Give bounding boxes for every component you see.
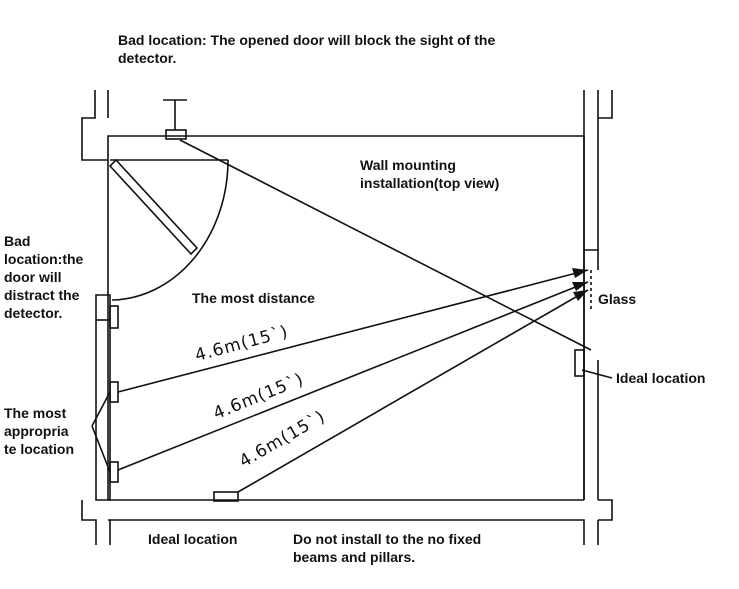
label-glass: Glass [598,291,637,307]
top-detector-stem [163,99,187,130]
bottom-wall [81,499,613,545]
room-outline [107,136,585,500]
detector-door-side [109,305,119,329]
line-upper [117,269,589,393]
top-wall [81,90,613,251]
detector-bottom [213,491,239,502]
line-top-detector [179,139,592,351]
label-ideal-right: Ideal location [616,370,706,386]
leader-ideal-right [581,369,613,379]
label-ideal-bottom: Ideal location [148,531,238,547]
top-detector [165,129,187,140]
arrow-lower [573,290,588,301]
label-most-appropriate: The most appropria te location [4,405,75,457]
label-most-distance: The most distance [192,290,315,306]
label-wall-mounting: Wall mounting installation(top view) [360,157,500,191]
arrow-middle [572,282,588,291]
right-wall [583,250,599,500]
door-panel [108,158,199,256]
label-bad-door: Bad location:the door will distract the … [4,233,84,321]
detector-appropriate-lower [109,461,119,483]
label-do-not-install: Do not install to the no fixed beams and… [293,531,482,565]
arrow-upper [572,268,588,278]
detector-appropriate-upper [109,381,119,403]
leader-appropriate [91,391,111,473]
line-middle [117,281,589,471]
line-lower [237,289,589,493]
label-bad-top: Bad location: The opened door will block… [118,32,496,66]
detector-right [574,349,585,377]
door-swing-arc [111,159,229,301]
